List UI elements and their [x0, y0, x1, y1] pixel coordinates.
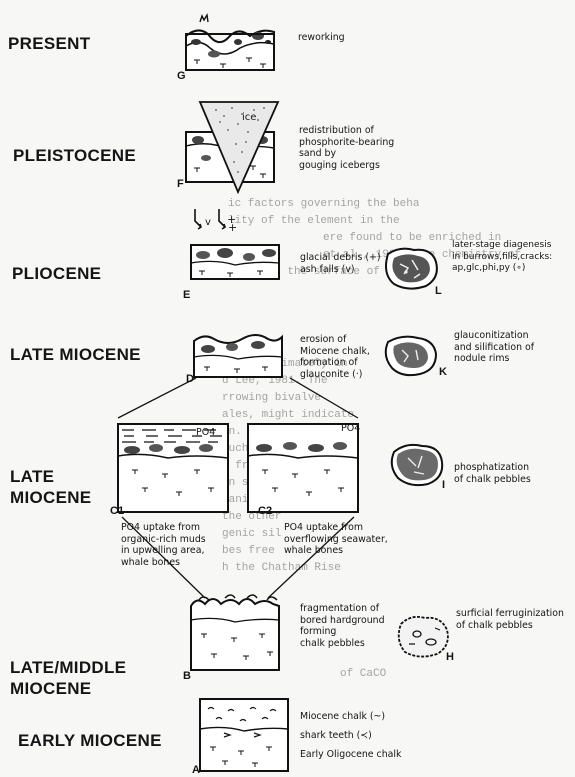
note-line: of chalk pebbles — [454, 474, 531, 486]
note-line: organic-rich muds — [121, 534, 206, 546]
note-line: chalk pebbles — [300, 638, 385, 650]
stage-b-block — [185, 590, 295, 678]
stage-c2-letter: C2 — [258, 505, 272, 517]
pebble-h-letter: H — [446, 651, 454, 663]
note-line: whale bones — [284, 545, 388, 557]
note-line: Miocene chalk (~) — [300, 707, 401, 726]
pebble-i-note: phosphatization of chalk pebbles — [454, 462, 531, 485]
stage-b-note: fragmentation of bored hardground formin… — [300, 603, 385, 649]
note-line: in upwelling area, — [121, 545, 206, 557]
pebble-i-letter: I — [442, 479, 445, 491]
pebble-i — [386, 440, 448, 488]
stage-c1-po4: PO4 — [196, 427, 215, 438]
note-line: of chalk pebbles — [456, 620, 564, 632]
note-line: phosphatization — [454, 462, 531, 474]
pebble-h-note: surficial ferruginization of chalk pebbl… — [456, 608, 564, 631]
note-line: PO4 uptake from — [121, 522, 206, 534]
note-line: surficial ferruginization — [456, 608, 564, 620]
note-line: forming — [300, 626, 385, 638]
stage-c1-letter: C1 — [110, 505, 124, 517]
note-line: Early Oligocene chalk — [300, 745, 401, 764]
pebble-h — [393, 612, 453, 660]
stage-a-block — [194, 697, 304, 777]
note-line: overflowing seawater, — [284, 534, 388, 546]
stage-c2-note: PO4 uptake from overflowing seawater, wh… — [284, 522, 388, 557]
stage-c2-po4: PO4 — [341, 423, 360, 434]
stage-c1-block — [112, 418, 242, 518]
note-line: fragmentation of — [300, 603, 385, 615]
stage-b-letter: B — [183, 670, 191, 682]
note-line: shark teeth (≺) — [300, 726, 401, 745]
stage-a-letter: A — [192, 764, 200, 776]
note-line: whale bones — [121, 557, 206, 569]
note-line: bored hardground — [300, 615, 385, 627]
stage-c1-note: PO4 uptake from organic-rich muds in upw… — [121, 522, 206, 568]
stage-a-note: Miocene chalk (~) shark teeth (≺) Early … — [300, 707, 401, 764]
note-line: PO4 uptake from — [284, 522, 388, 534]
